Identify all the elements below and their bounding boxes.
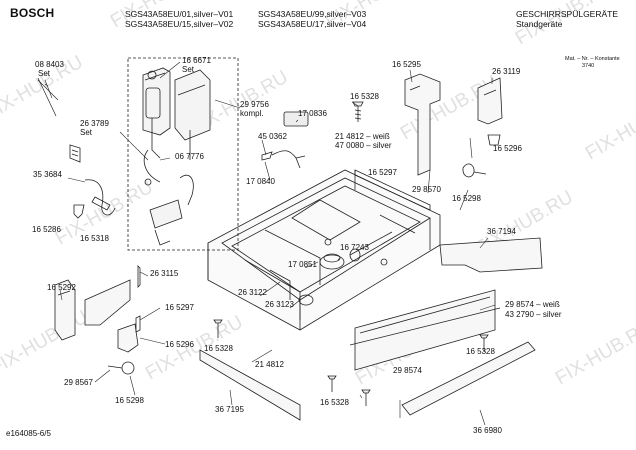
part-label: 17 0836 bbox=[298, 109, 327, 118]
part-label: 29 9756 bbox=[240, 100, 269, 109]
part-label: 16 5298 bbox=[115, 396, 144, 405]
arrow-lines bbox=[37, 77, 57, 117]
part-label: 43 2790 – silver bbox=[505, 310, 562, 319]
side-bracket-right bbox=[404, 73, 503, 178]
screw-part bbox=[352, 101, 364, 122]
watermark-text: FIX-HUB.RU bbox=[0, 307, 92, 380]
side-bracket-left bbox=[54, 265, 141, 375]
kickplate-lower-right bbox=[401, 341, 536, 416]
part-label: 16 5318 bbox=[80, 234, 109, 243]
part-label: 29 8574 bbox=[393, 366, 422, 375]
part-label: 29 8574 – weiß bbox=[505, 300, 560, 309]
part-label: 16 7243 bbox=[340, 243, 369, 252]
part-label: Set bbox=[182, 65, 195, 74]
part-label: 29 8570 bbox=[412, 185, 441, 194]
kickplate-lower-left bbox=[199, 349, 301, 421]
model-line-1: SGS43A58EU/01,silver–V01 bbox=[125, 9, 234, 19]
constant-label: Mat. – Nr. – Konstante bbox=[565, 56, 620, 62]
leader-lines bbox=[37, 61, 496, 426]
part-label: 08 8403 bbox=[35, 60, 64, 69]
part-label: 17 0851 bbox=[288, 260, 317, 269]
part-label: 26 3119 bbox=[492, 67, 521, 76]
part-label: 36 7195 bbox=[215, 405, 244, 414]
part-label: Set bbox=[38, 69, 51, 78]
part-label: 26 3789 bbox=[80, 119, 109, 128]
watermark-text: FIX-HUB.RU bbox=[552, 317, 636, 390]
base-tub bbox=[207, 169, 441, 331]
part-label: Set bbox=[80, 128, 93, 137]
brand-logo: BOSCH bbox=[10, 6, 55, 20]
part-label: 16 5296 bbox=[493, 144, 522, 153]
model-line-3: SGS43A58EU/99,silver–V03 bbox=[258, 9, 367, 19]
part-label: 16 5286 bbox=[32, 225, 61, 234]
rear-panel bbox=[439, 237, 543, 273]
part-label: 16 5297 bbox=[165, 303, 194, 312]
part-label: 16 5297 bbox=[368, 168, 397, 177]
part-label: 26 3123 bbox=[265, 300, 294, 309]
part-label: kompl. bbox=[240, 109, 264, 118]
part-label: 16 5295 bbox=[392, 60, 421, 69]
constant-value: 3740 bbox=[582, 63, 595, 69]
part-label: 36 6980 bbox=[473, 426, 502, 435]
part-label: 21 4812 – weiß bbox=[335, 132, 390, 141]
part-label: 26 3122 bbox=[238, 288, 267, 297]
electric-parts bbox=[261, 111, 309, 169]
diagram-code: e164085-6/5 bbox=[6, 429, 51, 438]
part-label: 17 0840 bbox=[246, 177, 275, 186]
watermark-text: FIX-HUB.RU bbox=[582, 92, 636, 165]
part-label: 16 5328 bbox=[350, 92, 379, 101]
part-label: 16 5292 bbox=[47, 283, 76, 292]
screw-part bbox=[213, 319, 489, 406]
dosing-assembly bbox=[127, 57, 239, 251]
part-label: 47 0080 – silver bbox=[335, 141, 392, 150]
kickplate-front bbox=[349, 289, 501, 371]
part-label: 16 6671 bbox=[182, 56, 211, 65]
part-label: 21 4812 bbox=[255, 360, 284, 369]
part-label: 35 3684 bbox=[33, 170, 62, 179]
part-label: 45 0362 bbox=[258, 132, 287, 141]
part-label: 26 3115 bbox=[150, 269, 179, 278]
model-line-2: SGS43A58EU/15,silver–V02 bbox=[125, 19, 234, 29]
part-label: 16 5298 bbox=[452, 194, 481, 203]
part-label: 06 7776 bbox=[175, 152, 204, 161]
category-title: GESCHIRRSPÜLGERÄTE bbox=[516, 9, 619, 19]
part-label: 16 5328 bbox=[466, 347, 495, 356]
part-label: 16 5328 bbox=[204, 344, 233, 353]
part-label: 29 8567 bbox=[64, 378, 93, 387]
part-label: 16 5296 bbox=[165, 340, 194, 349]
part-label: 36 7194 bbox=[487, 227, 516, 236]
part-label: 16 5328 bbox=[320, 398, 349, 407]
model-line-4: SGS43A58EU/17,silver–V04 bbox=[258, 19, 367, 29]
hose-part bbox=[69, 144, 116, 219]
subcategory-title: Standgeräte bbox=[516, 19, 563, 29]
